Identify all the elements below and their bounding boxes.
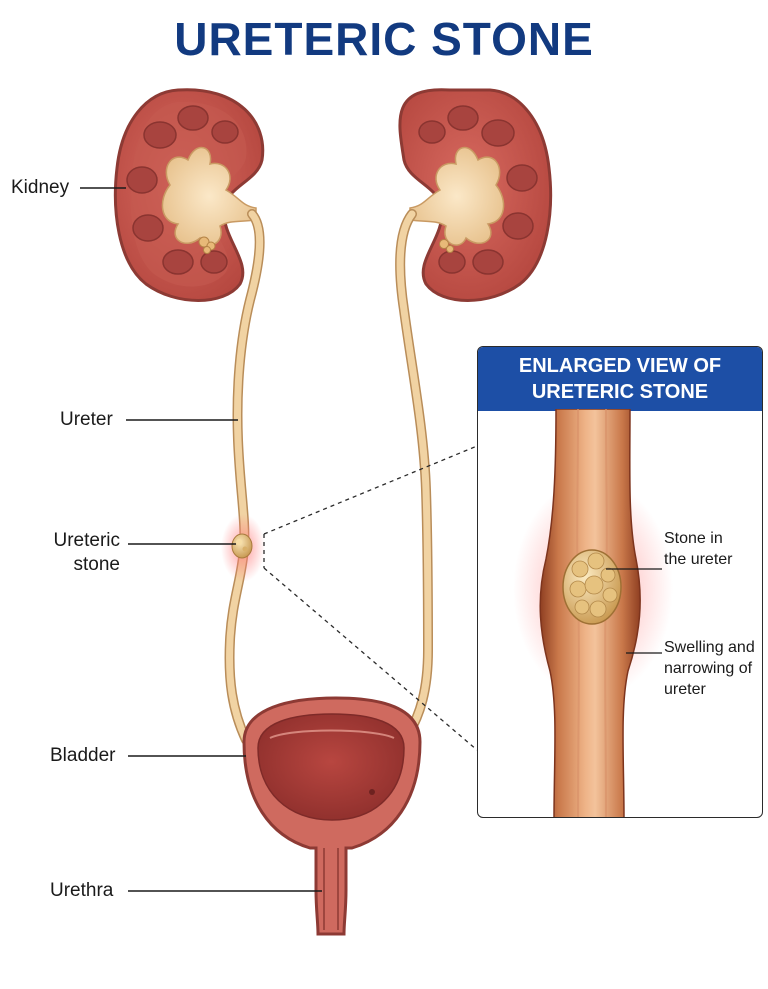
ureteric-stone xyxy=(221,514,265,582)
bladder xyxy=(242,696,422,936)
label-stone-in-ureter-line2: the ureter xyxy=(664,551,733,568)
label-ureteric-stone: Ureteric stone xyxy=(20,529,120,577)
label-ureteric-stone-line1: Ureteric xyxy=(53,530,120,551)
label-bladder: Bladder xyxy=(50,745,116,766)
label-swelling-line3: ureter xyxy=(664,681,706,698)
enlarged-view-header-line2: URETERIC STONE xyxy=(531,381,709,403)
right-kidney xyxy=(398,88,553,302)
left-ureter xyxy=(224,209,265,745)
label-swelling-narrowing: Swelling and narrowing of ureter xyxy=(664,637,755,700)
label-kidney: Kidney xyxy=(11,177,70,198)
diagram-title: URETERIC STONE xyxy=(174,13,594,65)
enlarged-view-header: ENLARGED VIEW OF URETERIC STONE xyxy=(478,347,762,411)
enlarged-ureter-illustration xyxy=(513,409,673,817)
label-ureteric-stone-line2: stone xyxy=(73,554,120,575)
right-ureter xyxy=(395,209,434,740)
label-stone-in-ureter-line1: Stone in xyxy=(664,530,723,547)
zoom-guide-lines xyxy=(263,445,478,751)
label-urethra: Urethra xyxy=(50,880,114,901)
label-swelling-line1: Swelling and xyxy=(664,639,755,656)
left-kidney xyxy=(113,88,265,302)
label-stone-in-ureter: Stone in the ureter xyxy=(664,528,732,570)
label-ureter: Ureter xyxy=(60,409,113,430)
enlarged-view-header-line1: ENLARGED VIEW OF xyxy=(518,355,722,377)
enlarged-stone xyxy=(562,549,622,625)
label-swelling-line2: narrowing of xyxy=(664,660,753,677)
leader-lines xyxy=(80,187,322,892)
enlarged-view-panel: ENLARGED VIEW OF URETERIC STONE xyxy=(477,346,763,818)
